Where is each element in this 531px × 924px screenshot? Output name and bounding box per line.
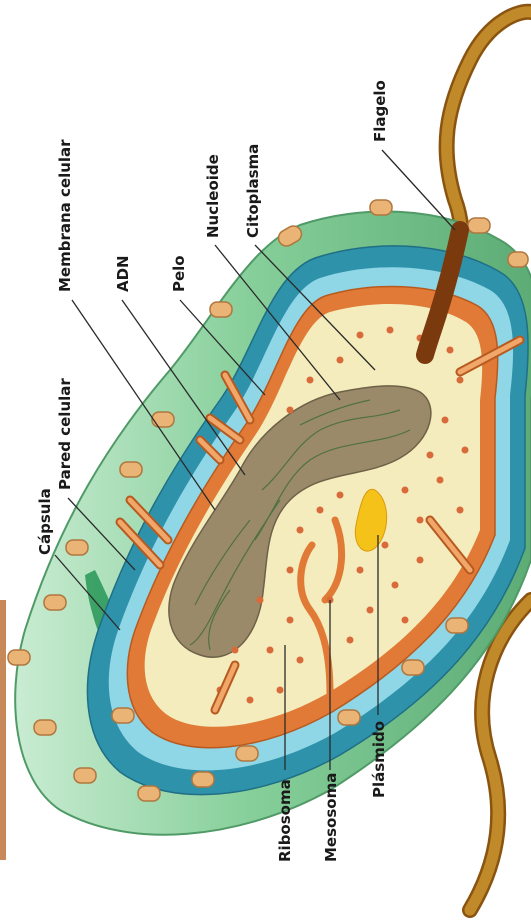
label-plasmido: Plásmido bbox=[370, 721, 388, 798]
label-membrana-celular: Membrana celular bbox=[56, 139, 74, 292]
label-ribosoma: Ribosoma bbox=[276, 779, 294, 862]
label-mesosoma: Mesosoma bbox=[322, 773, 340, 862]
label-adn: ADN bbox=[114, 255, 132, 292]
label-pared-celular: Pared celular bbox=[56, 378, 74, 490]
edge-strip bbox=[0, 600, 6, 860]
label-pelo: Pelo bbox=[170, 255, 188, 292]
label-flagelo: Flagelo bbox=[371, 80, 389, 142]
label-nucleoide: Nucleoide bbox=[204, 154, 222, 238]
label-capsula: Cápsula bbox=[36, 488, 54, 555]
label-citoplasma: Citoplasma bbox=[244, 144, 262, 238]
